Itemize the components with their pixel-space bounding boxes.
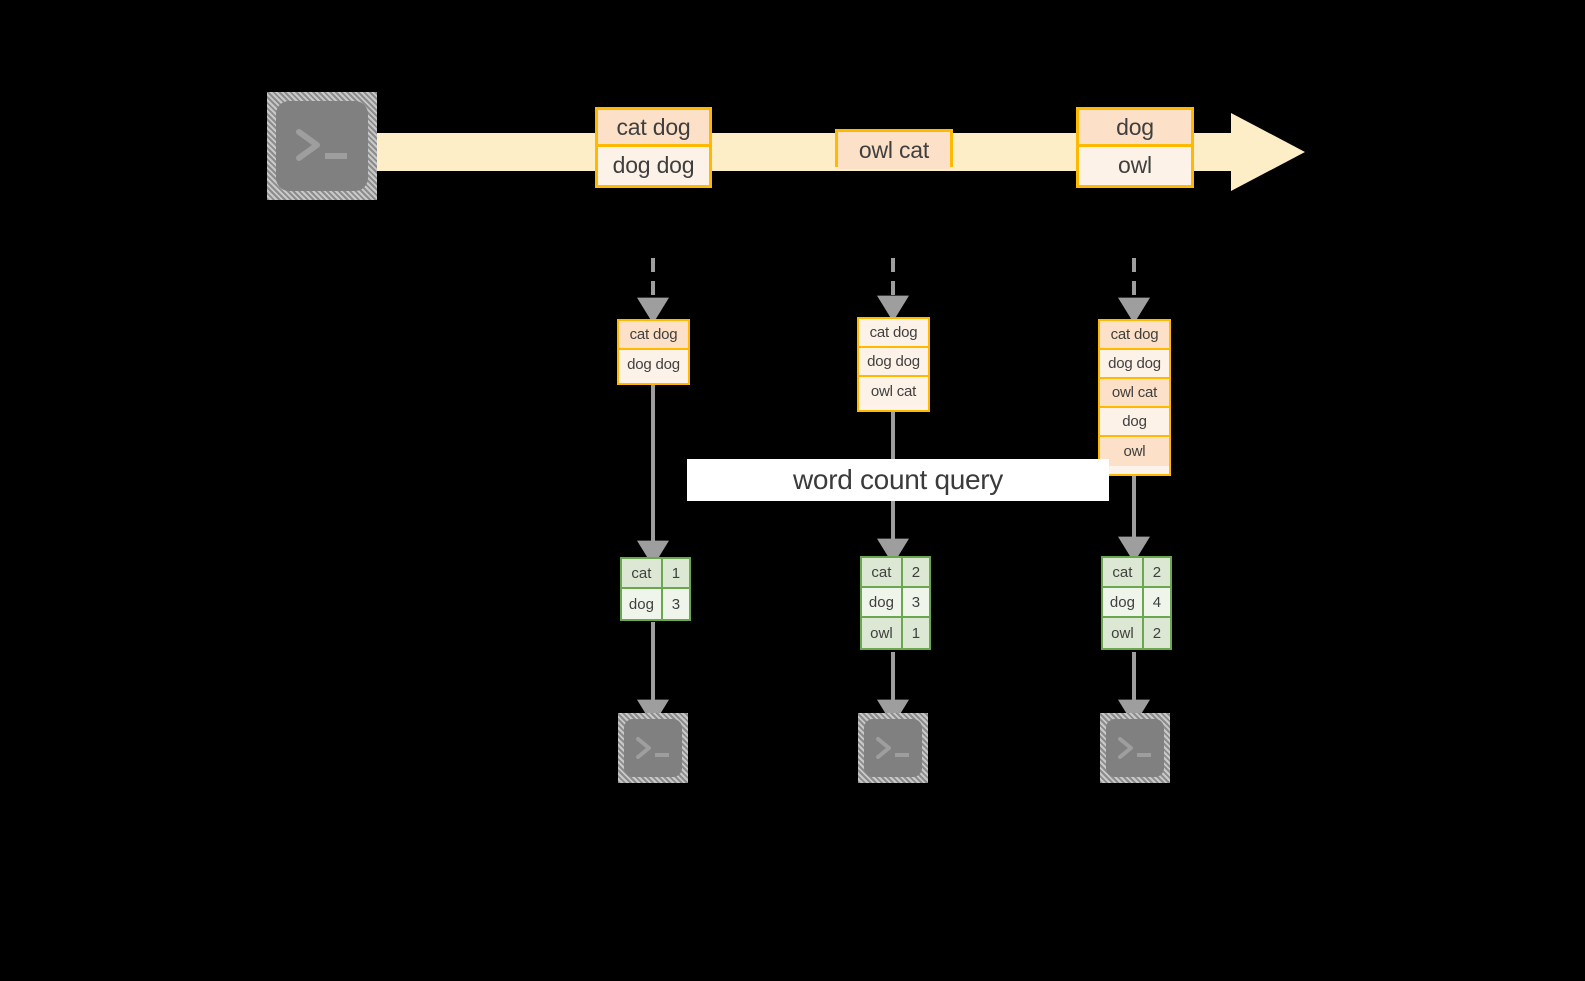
terminal-prompt-glyph	[864, 719, 922, 777]
terminal-body	[624, 719, 682, 777]
buffer-row: cat dog	[1100, 321, 1169, 350]
result-table-snapshot-3: cat 2 dog 4 owl 2	[1101, 556, 1172, 650]
table-cell-word: dog	[1103, 588, 1144, 616]
table-cell-count: 1	[662, 559, 689, 587]
table-cell-word: dog	[622, 589, 663, 619]
table-cell-count: 1	[902, 618, 929, 648]
buffer-row: cat dog	[859, 319, 928, 348]
buffer-snapshot-2: cat dog dog dog owl cat	[857, 317, 930, 412]
stream-event-box: dog dog	[598, 147, 709, 184]
query-label: word count query	[687, 459, 1109, 501]
buffer-row: dog dog	[859, 348, 928, 377]
table-cell-count: 2	[1143, 618, 1170, 648]
buffer-row: dog dog	[619, 350, 688, 379]
stream-event-group-3: dog owl	[1076, 107, 1194, 188]
table-row: owl 2	[1103, 618, 1170, 648]
stream-event-box: owl	[1079, 147, 1191, 184]
table-cell-count: 2	[1143, 558, 1170, 586]
table-row: dog 3	[862, 588, 929, 618]
terminal-body	[276, 101, 368, 191]
buffer-snapshot-1: cat dog dog dog	[617, 319, 690, 385]
table-cell-word: dog	[862, 588, 903, 616]
table-cell-word: cat	[862, 558, 903, 586]
buffer-row: cat dog	[619, 321, 688, 350]
stream-event-box: dog	[1079, 110, 1191, 147]
source-terminal-icon[interactable]	[267, 92, 377, 200]
result-table-snapshot-2: cat 2 dog 3 owl 1	[860, 556, 931, 650]
table-cell-word: cat	[1103, 558, 1144, 586]
table-cell-word: owl	[862, 618, 903, 648]
sink-terminal-icon-2[interactable]	[858, 713, 928, 783]
terminal-prompt-glyph	[276, 101, 368, 191]
table-cell-word: owl	[1103, 618, 1144, 648]
sink-terminal-icon-1[interactable]	[618, 713, 688, 783]
buffer-row: owl	[1100, 437, 1169, 466]
buffer-row: owl cat	[859, 377, 928, 406]
table-cell-count: 3	[662, 589, 689, 619]
table-row: dog 3	[622, 589, 689, 619]
stream-event-group-2: owl cat	[835, 129, 953, 169]
stream-event-box: owl cat	[838, 132, 950, 169]
table-row: cat 2	[862, 558, 929, 588]
buffer-row: dog	[1100, 408, 1169, 437]
sink-terminal-icon-3[interactable]	[1100, 713, 1170, 783]
table-row: cat 1	[622, 559, 689, 589]
buffer-row: dog dog	[1100, 350, 1169, 379]
terminal-prompt-glyph	[1106, 719, 1164, 777]
terminal-prompt-glyph	[624, 719, 682, 777]
result-table-snapshot-1: cat 1 dog 3	[620, 557, 691, 621]
stream-event-box: cat dog	[598, 110, 709, 147]
buffer-snapshot-3: cat dog dog dog owl cat dog owl	[1098, 319, 1171, 476]
table-row: dog 4	[1103, 588, 1170, 618]
table-cell-word: cat	[622, 559, 663, 587]
stream-event-group-1: cat dog dog dog	[595, 107, 712, 188]
table-row: owl 1	[862, 618, 929, 648]
table-row: cat 2	[1103, 558, 1170, 588]
table-cell-count: 3	[902, 588, 929, 616]
terminal-body	[1106, 719, 1164, 777]
terminal-body	[864, 719, 922, 777]
table-cell-count: 4	[1143, 588, 1170, 616]
table-cell-count: 2	[902, 558, 929, 586]
buffer-row: owl cat	[1100, 379, 1169, 408]
